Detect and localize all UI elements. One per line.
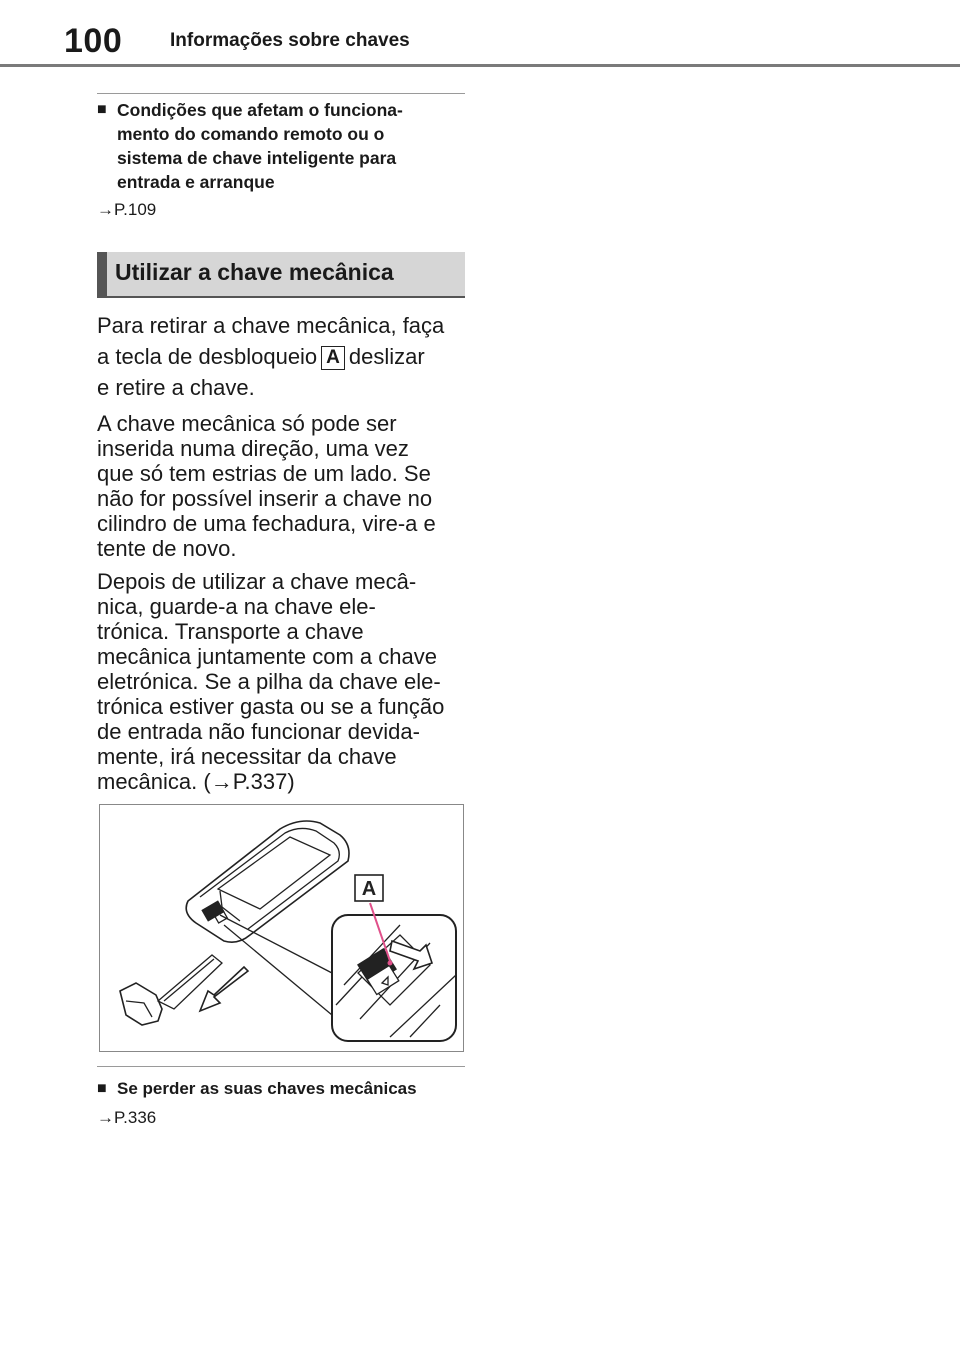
text-line: trónica estiver gasta ou se a função: [97, 694, 445, 719]
square-bullet-icon: ■: [97, 101, 107, 118]
mechanical-key-illustration: A: [99, 804, 464, 1052]
text-line: não for possível inserir a chave no: [97, 486, 433, 511]
text-line: de entrada não funcionar devida-: [97, 719, 420, 744]
section-divider: [97, 93, 465, 94]
page-reference-link[interactable]: →P.109: [97, 200, 157, 219]
text-line: trónica. Transporte a chave: [97, 619, 364, 644]
text-line: e retire a chave.: [97, 375, 255, 400]
paragraph-remove-key: Para retirar a chave mecânica, faça a te…: [97, 310, 465, 403]
page-reference-link[interactable]: →P.336: [97, 1108, 157, 1127]
text-line: mecânica juntamente com a chave: [97, 644, 437, 669]
subheading-text: Se perder as suas chaves mecânicas: [117, 1079, 417, 1098]
key-fob-drawing: A: [119, 820, 457, 1042]
text-line: deslizar: [348, 344, 425, 369]
text-line: a tecla de desbloqueio: [97, 344, 318, 369]
text-line: tente de novo.: [97, 536, 237, 561]
square-bullet-icon: ■: [97, 1080, 107, 1097]
instructions-text: Para retirar a chave mecânica, faça a te…: [97, 310, 465, 794]
subheading-lost-keys: ■ Se perder as suas chaves mecânicas: [97, 1077, 465, 1101]
page-header: 100 Informações sobre chaves: [0, 0, 960, 70]
text-line: que só tem estrias de um lado. Se: [97, 461, 431, 486]
text-line: Para retirar a chave mecânica, faça: [97, 313, 445, 338]
section-title: Utilizar a chave mecânica: [115, 259, 394, 285]
text-line: mecânica. (→P.337): [97, 769, 295, 794]
subheading-line: mento do comando remoto ou o: [117, 124, 385, 144]
text-line: A chave mecânica só pode ser: [97, 411, 397, 436]
header-divider: [0, 64, 960, 67]
paragraph-insert-key: A chave mecânica só pode ser inserida nu…: [97, 411, 465, 561]
paragraph-store-key: Depois de utilizar a chave mecâ- nica, g…: [97, 569, 465, 794]
subheading-conditions: ■ Condições que afetam o funciona- mento…: [97, 98, 465, 194]
callout-label-a: A: [362, 878, 376, 900]
section-title-box: Utilizar a chave mecânica: [97, 252, 465, 298]
text-line: nica, guarde-a na chave ele-: [97, 594, 376, 619]
callout-label-a: A: [321, 346, 345, 370]
subheading-line: entrada e arranque: [117, 172, 275, 192]
page-number: 100: [64, 22, 123, 60]
text-line: mente, irá necessitar da chave: [97, 744, 397, 769]
header-title: Informações sobre chaves: [170, 30, 410, 51]
subheading-line: Condições que afetam o funciona-: [117, 100, 403, 120]
text-line: inserida numa direção, uma vez: [97, 436, 409, 461]
callout-box-a: [354, 874, 384, 902]
section-title-bar: [97, 252, 107, 296]
text-line: Depois de utilizar a chave mecâ-: [97, 569, 417, 594]
section-divider: [97, 1066, 465, 1067]
subheading-line: sistema de chave inteligente para: [117, 148, 397, 168]
text-line: cilindro de uma fechadura, vire-a e: [97, 511, 436, 536]
text-line: eletrónica. Se a pilha da chave ele-: [97, 669, 441, 694]
